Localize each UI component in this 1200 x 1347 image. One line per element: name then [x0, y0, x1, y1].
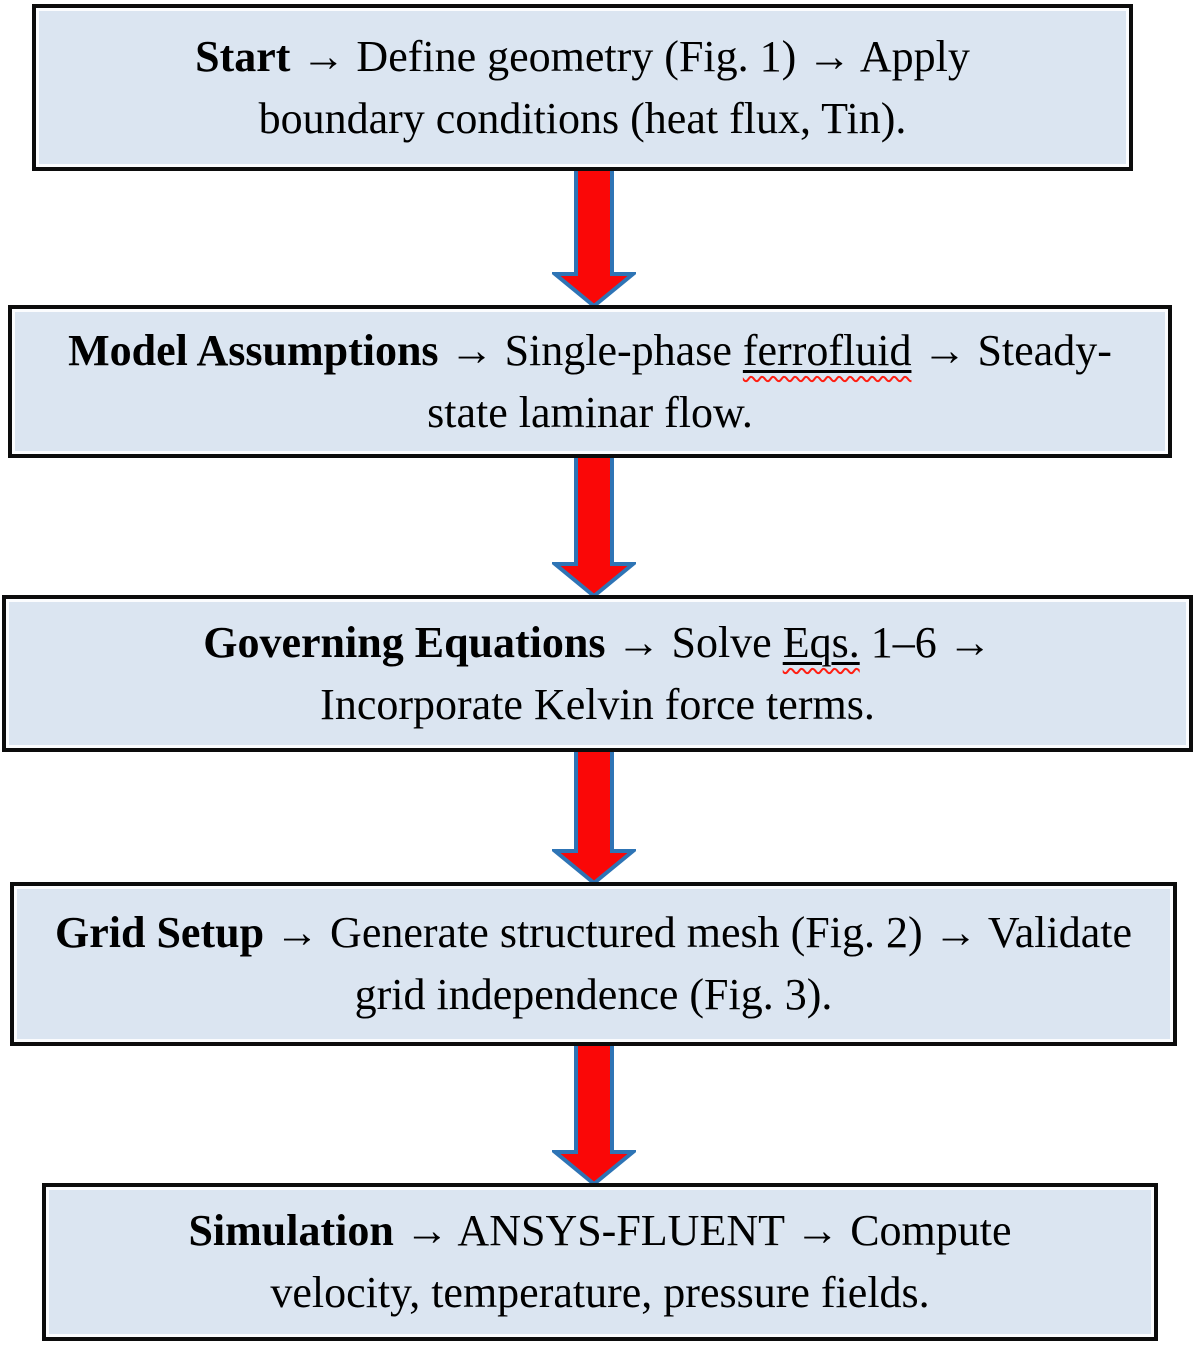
flow-step-text: Simulation → ANSYS-FLUENT → Compute velo…: [120, 1200, 1080, 1324]
flow-step-grid-setup: Grid Setup → Generate structured mesh (F…: [10, 882, 1177, 1046]
step-body: → Single-phase: [438, 325, 743, 375]
step-body: → Solve: [605, 617, 783, 667]
step-body: 1–6 → Incorporate Kelvin force terms.: [320, 617, 992, 729]
step-body: → Generate structured mesh (Fig. 2) → Va…: [264, 908, 1132, 1019]
down-arrow-shape: [552, 167, 636, 308]
underlined-word: Eqs.: [783, 618, 860, 667]
step-title: Grid Setup: [55, 908, 265, 957]
underlined-word: ferrofluid: [743, 326, 912, 375]
flow-step-governing-equations: Governing Equations → Solve Eqs. 1–6 → I…: [2, 595, 1193, 752]
spellcheck-flagged-word: Eqs.: [782, 617, 860, 667]
flow-step-model-assumptions: Model Assumptions → Single-phase ferrofl…: [8, 305, 1172, 458]
flow-step-start: Start → Define geometry (Fig. 1) → Apply…: [32, 4, 1133, 171]
flow-step-simulation: Simulation → ANSYS-FLUENT → Compute velo…: [42, 1183, 1158, 1341]
down-arrow-shape: [552, 454, 636, 598]
step-title: Simulation: [188, 1206, 394, 1255]
down-arrow: [552, 1042, 636, 1186]
down-arrow: [552, 167, 636, 308]
step-body: → ANSYS-FLUENT → Compute velocity, tempe…: [270, 1206, 1012, 1317]
flow-step-text: Grid Setup → Generate structured mesh (F…: [49, 902, 1139, 1026]
flow-step-text: Model Assumptions → Single-phase ferrofl…: [60, 320, 1120, 444]
down-arrow-shape: [552, 748, 636, 885]
spellcheck-flagged-word: ferrofluid: [742, 325, 912, 375]
flow-step-text: Governing Equations → Solve Eqs. 1–6 → I…: [118, 612, 1078, 736]
step-title: Model Assumptions: [68, 325, 439, 375]
step-body: → Steady-state laminar flow.: [427, 325, 1112, 437]
down-arrow: [552, 454, 636, 598]
flow-step-text: Start → Define geometry (Fig. 1) → Apply…: [113, 26, 1053, 150]
down-arrow: [552, 748, 636, 885]
down-arrow-shape: [552, 1042, 636, 1186]
step-title: Governing Equations: [203, 617, 606, 667]
step-title: Start: [195, 31, 291, 81]
step-body: → Define geometry (Fig. 1) → Apply bound…: [258, 31, 970, 143]
